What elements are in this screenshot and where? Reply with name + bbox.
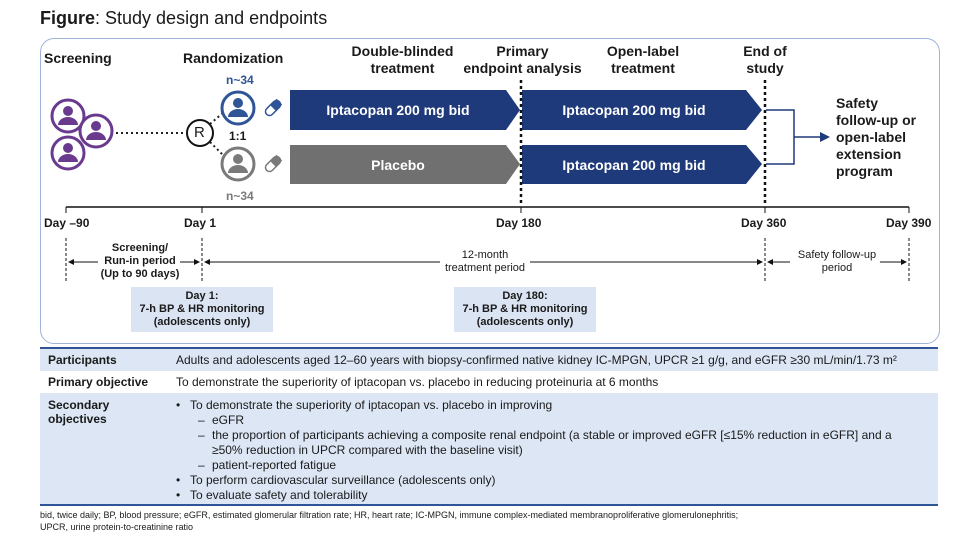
- open-label-top-label: Iptacopan 200 mg bid: [562, 102, 706, 118]
- placebo-pill-icon: [264, 154, 283, 173]
- placebo-arm-label: Placebo: [371, 157, 425, 173]
- day-1-label: Day 1: [184, 216, 217, 230]
- iptacopan-open-label-arrow-top: [522, 90, 762, 130]
- day1-monitoring-box: Day 1:7-h BP & HR monitoring(adolescents…: [131, 287, 273, 332]
- secondary-objective-2: To perform cardiovascular surveillance (…: [190, 473, 496, 487]
- screening-group-icon: [50, 98, 114, 171]
- abbreviations-footnote: bid, twice daily; BP, blood pressure; eG…: [40, 510, 739, 532]
- day-360-label: Day 360: [741, 216, 787, 230]
- day-390-label: Day 390: [886, 216, 932, 230]
- secondary-objective-1: To demonstrate the superiority of iptaco…: [190, 398, 553, 412]
- iptacopan-double-blind-arrow: [290, 90, 520, 130]
- participants-row: Participants Adults and adolescents aged…: [40, 349, 938, 371]
- iptacopan-arm-person-icon: [220, 90, 256, 126]
- placebo-arrow: [290, 145, 520, 184]
- open-label-bottom-label: Iptacopan 200 mg bid: [562, 157, 706, 173]
- iptacopan-arm-label: Iptacopan 200 mg bid: [326, 102, 470, 118]
- primary-objective-row: Primary objective To demonstrate the sup…: [48, 375, 659, 389]
- ratio-label: 1:1: [229, 129, 247, 143]
- r-label: R: [194, 124, 205, 141]
- secondary-objective-3: To evaluate safety and tolerability: [190, 488, 368, 502]
- n-bottom-label: n~34: [226, 189, 254, 203]
- screening-header: Screening: [44, 50, 112, 66]
- placebo-arm-person-icon: [220, 146, 256, 182]
- day-180-label: Day 180: [496, 216, 542, 230]
- screening-period-label: Screening/Run-in period(Up to 90 days): [100, 242, 180, 280]
- iptacopan-open-label-arrow-bottom: [522, 145, 762, 184]
- randomization-circle: [186, 119, 214, 147]
- iptacopan-pill-icon: [264, 98, 283, 117]
- n-top-label: n~34: [226, 73, 254, 87]
- day-neg90-label: Day –90: [44, 216, 90, 230]
- randomization-header: Randomization: [183, 50, 284, 66]
- day180-monitoring-box: Day 180:7-h BP & HR monitoring(adolescen…: [454, 287, 596, 332]
- figure-title: Figure: Study design and endpoints: [40, 8, 328, 28]
